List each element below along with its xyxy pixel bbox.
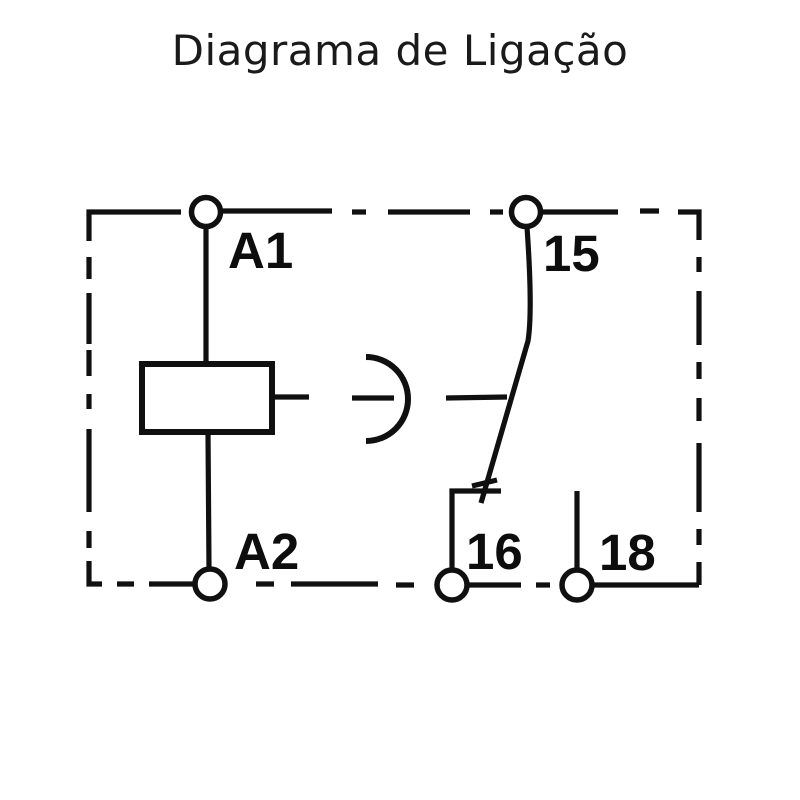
terminal-a1-circle (188, 194, 224, 230)
terminal-a2-label: A2 (234, 523, 299, 580)
contact-blade-from-15 (478, 226, 533, 504)
actuator-push-line (445, 394, 508, 401)
dashed-enclosure-frame (86, 208, 702, 588)
terminal-18-label: 18 (599, 524, 656, 581)
changeover-contact-symbol (449, 226, 580, 570)
terminal-a2-circle (192, 566, 228, 602)
page-title: Diagrama de Ligação (171, 26, 629, 75)
frame-bottom-left-corner (86, 561, 102, 587)
terminal-labels: A1 15 A2 16 18 (228, 222, 656, 581)
terminal-circles (188, 194, 595, 603)
terminal-15-circle (508, 194, 544, 230)
actuator-link-symbol (352, 354, 508, 444)
frame-top-dashes (221, 208, 659, 215)
relay-coil-branch (139, 226, 309, 570)
terminal-15-label: 15 (543, 225, 600, 282)
coil-rectangle-symbol (139, 361, 275, 435)
frame-bottom-dashes (117, 581, 699, 588)
actuator-arc (365, 354, 411, 444)
contact-blade-end-tick (471, 477, 498, 489)
contact-16-bracket (449, 488, 501, 570)
terminal-a1-label: A1 (228, 222, 293, 279)
frame-top-left-corner (86, 209, 181, 241)
terminal-16-label: 16 (466, 523, 523, 580)
coil-lead-a2 (205, 431, 212, 570)
frame-top-right-corner (678, 209, 702, 240)
terminal-16-circle (434, 567, 470, 603)
terminal-18-circle (559, 567, 595, 603)
